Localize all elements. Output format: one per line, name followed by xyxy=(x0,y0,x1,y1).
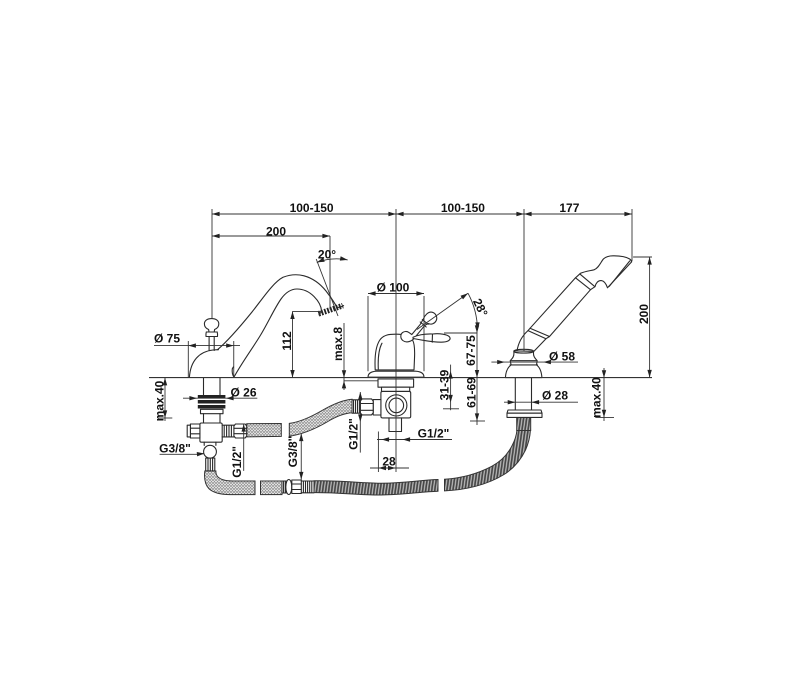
svg-text:Ø 100: Ø 100 xyxy=(377,281,410,295)
svg-text:61-69: 61-69 xyxy=(465,377,479,408)
svg-text:Ø 75: Ø 75 xyxy=(154,331,180,345)
svg-text:max.40: max.40 xyxy=(153,380,167,421)
svg-text:G3/8": G3/8" xyxy=(159,442,191,456)
svg-text:20°: 20° xyxy=(318,248,336,262)
svg-text:Ø 28: Ø 28 xyxy=(542,389,568,403)
svg-text:200: 200 xyxy=(637,304,651,324)
svg-text:67-75: 67-75 xyxy=(464,335,478,366)
svg-text:Ø 26: Ø 26 xyxy=(230,386,256,400)
svg-text:G1/2": G1/2" xyxy=(346,418,360,450)
svg-text:200: 200 xyxy=(266,225,286,239)
svg-text:Ø 58: Ø 58 xyxy=(549,350,575,364)
svg-text:max.8: max.8 xyxy=(331,327,345,361)
svg-text:28: 28 xyxy=(382,455,396,469)
svg-text:177: 177 xyxy=(559,201,579,215)
svg-text:100-150: 100-150 xyxy=(290,201,334,215)
svg-text:G1/2": G1/2" xyxy=(230,446,244,478)
svg-text:G1/2": G1/2" xyxy=(418,427,450,441)
svg-text:31-39: 31-39 xyxy=(438,369,452,400)
svg-text:100-150: 100-150 xyxy=(441,201,485,215)
svg-text:112: 112 xyxy=(280,331,294,351)
svg-text:G3/8": G3/8" xyxy=(286,436,300,468)
svg-text:max.40: max.40 xyxy=(590,377,604,418)
